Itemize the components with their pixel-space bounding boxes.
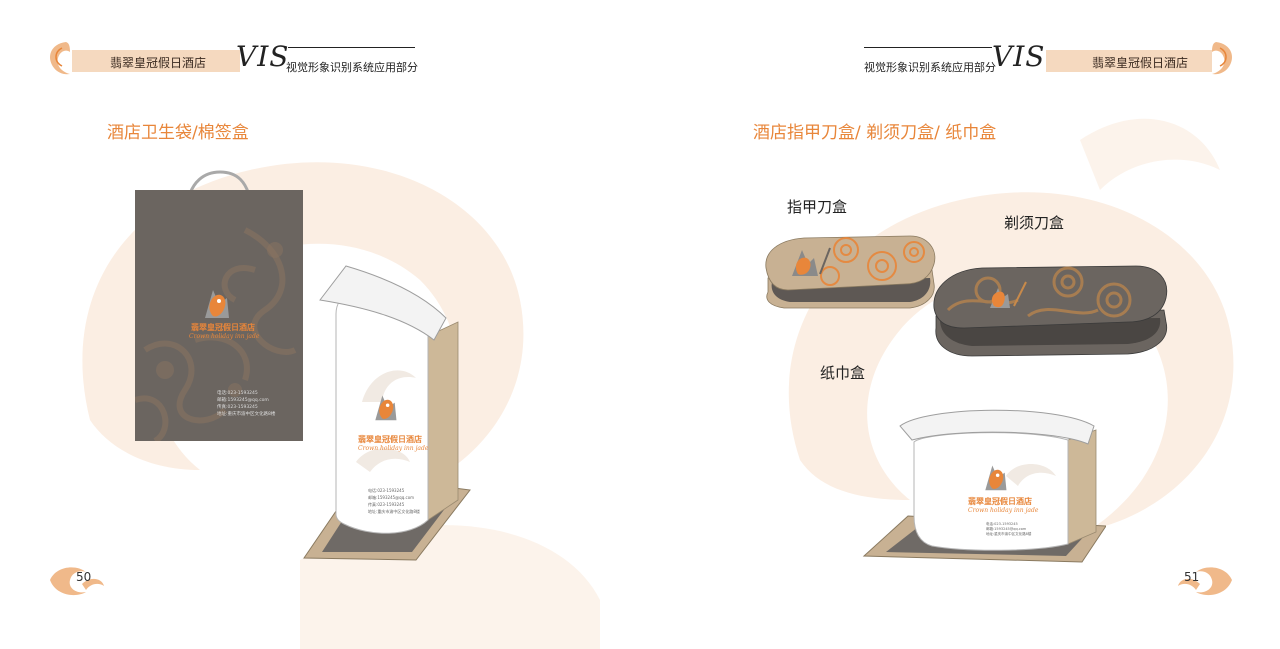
tissue-contact: 电话:023-1593245 邮箱:1593245@qq.com 地址:重庆市渝… (986, 522, 1031, 537)
tissue-box-illustration (862, 409, 1106, 563)
header-band (72, 50, 240, 72)
tissue-contact-line: 地址:重庆市渝中区文化路8楼 (986, 532, 1032, 536)
bag-contact-line: 传真:023-1593245 (217, 405, 258, 410)
tissue-logo-slogan: Crown holiday inn jade (968, 507, 1039, 514)
nail-clipper-box (765, 235, 936, 309)
left-section-title: 酒店卫生袋/棉签盒 (107, 123, 249, 143)
header-rule (288, 47, 415, 48)
bag-floral-pattern (135, 227, 297, 441)
cotton-swab-box: 翡翠皇冠假日酒店 Crown holiday inn jade 电话:023-1… (300, 262, 480, 562)
bag-contact: 电话:023-1593245 邮箱:1593245@qq.com 传真:023-… (217, 390, 275, 418)
tissue-logo-name: 翡翠皇冠假日酒店 (968, 497, 1032, 506)
header-vis-mark: VIS (992, 40, 1046, 73)
left-header: 翡翠皇冠假日酒店 VIS 视觉形象识别系统应用部分 (0, 40, 420, 80)
right-section-title: 酒店指甲刀盒/ 剃须刀盒/ 纸巾盒 (753, 123, 997, 143)
swab-box-logo-name: 翡翠皇冠假日酒店 (358, 435, 422, 444)
bag-body: 翡翠皇冠假日酒店 Crown holiday inn jade 电话:023-1… (135, 190, 303, 441)
header-subtitle: 视觉形象识别系统应用部分 (864, 61, 996, 74)
bag-contact-line: 邮箱:1593245@qq.com (217, 398, 269, 403)
footer-ornament-icon (50, 567, 104, 596)
hygiene-bag: 翡翠皇冠假日酒店 Crown holiday inn jade 电话:023-1… (130, 168, 308, 443)
swab-contact-line: 地址:重庆市渝中区文化路8楼 (368, 509, 420, 514)
tissue-box: 翡翠皇冠假日酒店 Crown holiday inn jade 电话:023-1… (856, 406, 1106, 566)
swab-contact-line: 传真:023-1593245 (368, 502, 405, 507)
page-number-right: 51 (1184, 570, 1200, 584)
ornament-icon (50, 42, 70, 75)
swab-contact-line: 电话:023-1593245 (368, 488, 405, 493)
footer-ornament-icon (1178, 567, 1232, 596)
nail-box-label: 指甲刀盒 (787, 198, 848, 216)
bag-contact-line: 地址:重庆市渝中区文化路8楼 (217, 412, 276, 417)
bag-logo-slogan: Crown holiday inn jade (189, 333, 260, 340)
lion-logo-icon (205, 290, 229, 318)
header-hotel-name: 翡翠皇冠假日酒店 (1092, 56, 1189, 70)
lion-logo-icon (375, 395, 397, 421)
ornament-icon (1212, 42, 1232, 75)
header-subtitle: 视觉形象识别系统应用部分 (286, 61, 418, 74)
tissue-box-label: 纸巾盒 (820, 364, 866, 382)
lion-logo-icon (985, 465, 1007, 491)
page-number-left: 50 (76, 570, 92, 584)
header-rule (864, 47, 992, 48)
swab-contact-line: 邮箱:1593245@qq.com (368, 495, 415, 500)
right-header: 视觉形象识别系统应用部分 VIS 翡翠皇冠假日酒店 (860, 40, 1280, 80)
bag-logo-name: 翡翠皇冠假日酒店 (191, 323, 255, 332)
tissue-contact-line: 邮箱:1593245@qq.com (986, 527, 1027, 531)
swab-box-contact: 电话:023-1593245 邮箱:1593245@qq.com 传真:023-… (368, 487, 420, 515)
razor-box (933, 265, 1168, 357)
tissue-contact-line: 电话:023-1593245 (986, 522, 1018, 526)
header-band (1046, 50, 1212, 72)
bag-contact-line: 电话:023-1593245 (217, 391, 258, 396)
razor-box-label: 剃须刀盒 (1004, 214, 1065, 232)
header-hotel-name: 翡翠皇冠假日酒店 (110, 56, 207, 70)
swab-box-logo-slogan: Crown holiday inn jade (358, 445, 429, 452)
bag-handle (184, 170, 254, 215)
header-vis-mark: VIS (236, 40, 290, 73)
